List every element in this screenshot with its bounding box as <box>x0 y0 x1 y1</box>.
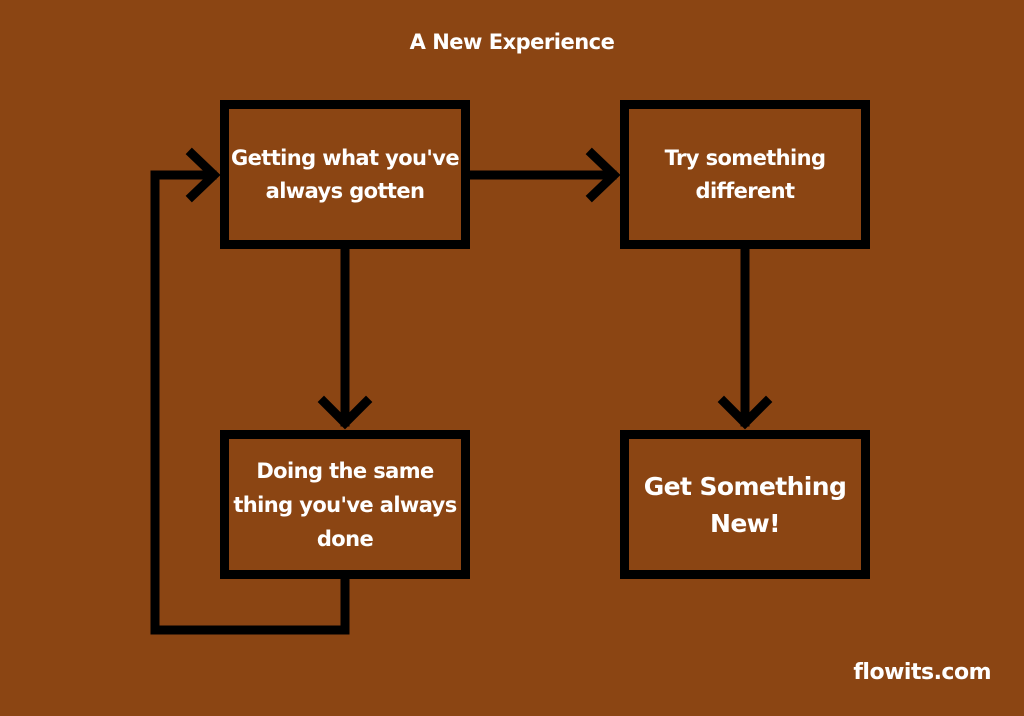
edge-same-to-current <box>150 170 350 635</box>
arrowhead-result <box>717 395 773 430</box>
node-same: Doing the same thing you've always done <box>220 430 470 579</box>
node-current-label: Getting what you've always gotten <box>231 145 460 203</box>
arrowhead-current <box>185 147 221 203</box>
node-try-label: Try something different <box>664 145 826 203</box>
node-result: Get Something New! <box>620 430 870 579</box>
node-result-label: Get Something New! <box>643 471 847 538</box>
node-current: Getting what you've always gotten <box>220 100 470 249</box>
diagram-title: A New Experience <box>409 30 615 54</box>
node-same-label: Doing the same thing you've always done <box>233 458 457 551</box>
arrowhead-try <box>585 147 621 203</box>
arrowhead-same <box>317 395 373 430</box>
node-try: Try something different <box>620 100 870 249</box>
watermark: flowits.com <box>853 660 991 685</box>
